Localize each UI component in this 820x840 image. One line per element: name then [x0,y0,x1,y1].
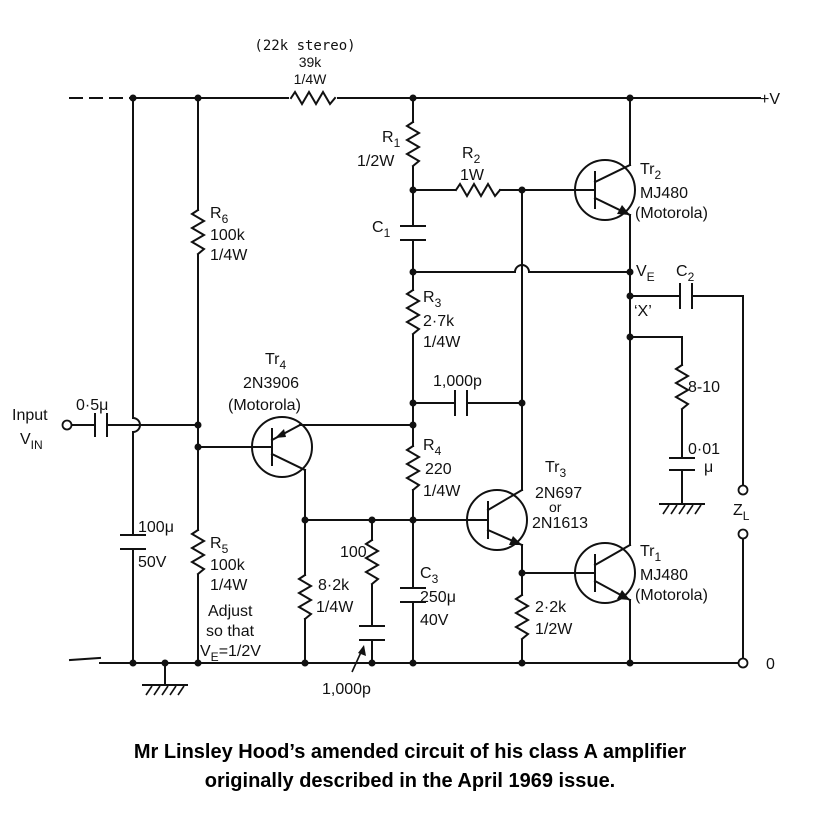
label-r3-power: 1/4W [423,334,461,351]
label-tr2-type: MJ480 [640,185,688,202]
transistor-tr1 [574,542,636,604]
label-tr3: Tr3 [545,459,567,480]
label-tr3-or: or [549,499,562,515]
label-r-top-power: 1/4W [294,71,327,87]
label-r5-value: 100k [210,557,246,574]
label-ve: VE [636,263,655,284]
label-r6: R6 [210,205,229,226]
wires [68,97,761,664]
caption-line-1: Mr Linsley Hood’s amended circuit of his… [133,741,687,763]
label-r-2k2-power: 1/2W [535,621,573,638]
label-r2-power: 1W [460,167,485,184]
label-c-decoupling: 100μ [138,519,174,536]
label-x-point: ‘X’ [634,303,652,320]
transistor-tr2 [574,159,636,221]
label-supply: +V [760,91,780,108]
label-c-1000p-bottom: 1,000p [322,681,371,698]
label-c1: C1 [372,219,391,240]
label-r6-power: 1/4W [210,247,248,264]
label-r4-power: 1/4W [423,483,461,500]
resistor-r3 [406,289,420,335]
capacitor-input [94,413,108,437]
label-tr1-type: MJ480 [640,567,688,584]
ground-left [142,662,188,696]
label-r-top-alt: (22k stereo) [254,38,355,54]
label-r4-value: 220 [425,461,452,478]
label-tr1: Tr1 [640,543,662,564]
label-tr4-mfr: (Motorola) [228,397,301,414]
capacitor-feedback [454,390,468,416]
resistor-2k2 [515,594,529,640]
resistor-top-39k [290,91,336,105]
junction-dots [129,94,634,667]
label-r1-power: 1/2W [357,153,395,170]
label-c-input: 0·5μ [76,397,108,414]
label-adjust-3: VE=1/2V [200,643,261,664]
label-r3: R3 [423,289,442,310]
terminals [61,419,749,669]
label-adjust-1: Adjust [208,603,253,620]
label-ground-output: 0 [766,656,775,673]
label-c3-value: 250μ [420,589,456,606]
label-tr3-type2: 2N1613 [532,515,588,532]
label-zobel-c-unit: μ [704,459,713,476]
caption-line-2: originally described in the April 1969 i… [204,770,616,792]
label-r-8k2-power: 1/4W [316,599,354,616]
label-zl: ZL [733,502,750,523]
resistor-r1 [406,121,420,167]
label-r-100: 100 [340,544,367,561]
label-r5: R5 [210,535,229,556]
label-tr4: Tr4 [265,351,287,372]
label-r1: R1 [382,129,401,150]
label-tr2-mfr: (Motorola) [635,205,708,222]
capacitor-decoupling [120,534,146,550]
label-tr3-type1: 2N697 [535,485,582,502]
label-tr2: Tr2 [640,161,662,182]
transistor-tr4 [251,416,313,478]
label-vin: VIN [20,431,43,452]
amplifier-schematic: (22k stereo) 39k 1/4W +V R1 1/2W R2 1W T… [12,38,780,698]
resistor-8k2 [298,574,312,620]
label-tr1-mfr: (Motorola) [635,587,708,604]
ground-zobel [659,503,705,515]
capacitor-c2 [679,283,693,309]
label-zobel-c-value: 0·01 [688,441,720,458]
label-r3-value: 2·7k [423,313,455,330]
capacitor-1000p-bottom [359,625,385,641]
capacitor-c3 [400,587,426,603]
figure-caption: Mr Linsley Hood’s amended circuit of his… [0,738,820,796]
label-c-feedback: 1,000p [433,373,482,390]
label-c3: C3 [420,565,439,586]
label-c2: C2 [676,263,695,284]
label-r6-value: 100k [210,227,246,244]
label-adjust-2: so that [206,623,255,640]
label-tr4-type: 2N3906 [243,375,299,392]
label-zobel-r: 8-10 [688,379,720,396]
capacitor-zobel [669,457,695,471]
resistor-r6 [191,209,205,255]
label-r-2k2: 2·2k [535,599,567,616]
label-r-8k2: 8·2k [318,577,350,594]
label-r4: R4 [423,437,442,458]
label-r-top-value: 39k [299,54,323,70]
resistor-r5 [191,529,205,575]
capacitor-c1 [400,225,426,241]
transistor-tr3 [466,488,528,551]
resistor-zobel [675,364,689,410]
resistor-r2 [455,183,501,197]
label-r2: R2 [462,145,481,166]
label-input: Input [12,407,48,424]
label-c3-voltage: 40V [420,612,449,629]
resistor-100 [365,539,379,585]
label-r5-power: 1/4W [210,577,248,594]
resistor-r4 [406,445,420,491]
label-c-decoupling-voltage: 50V [138,554,167,571]
